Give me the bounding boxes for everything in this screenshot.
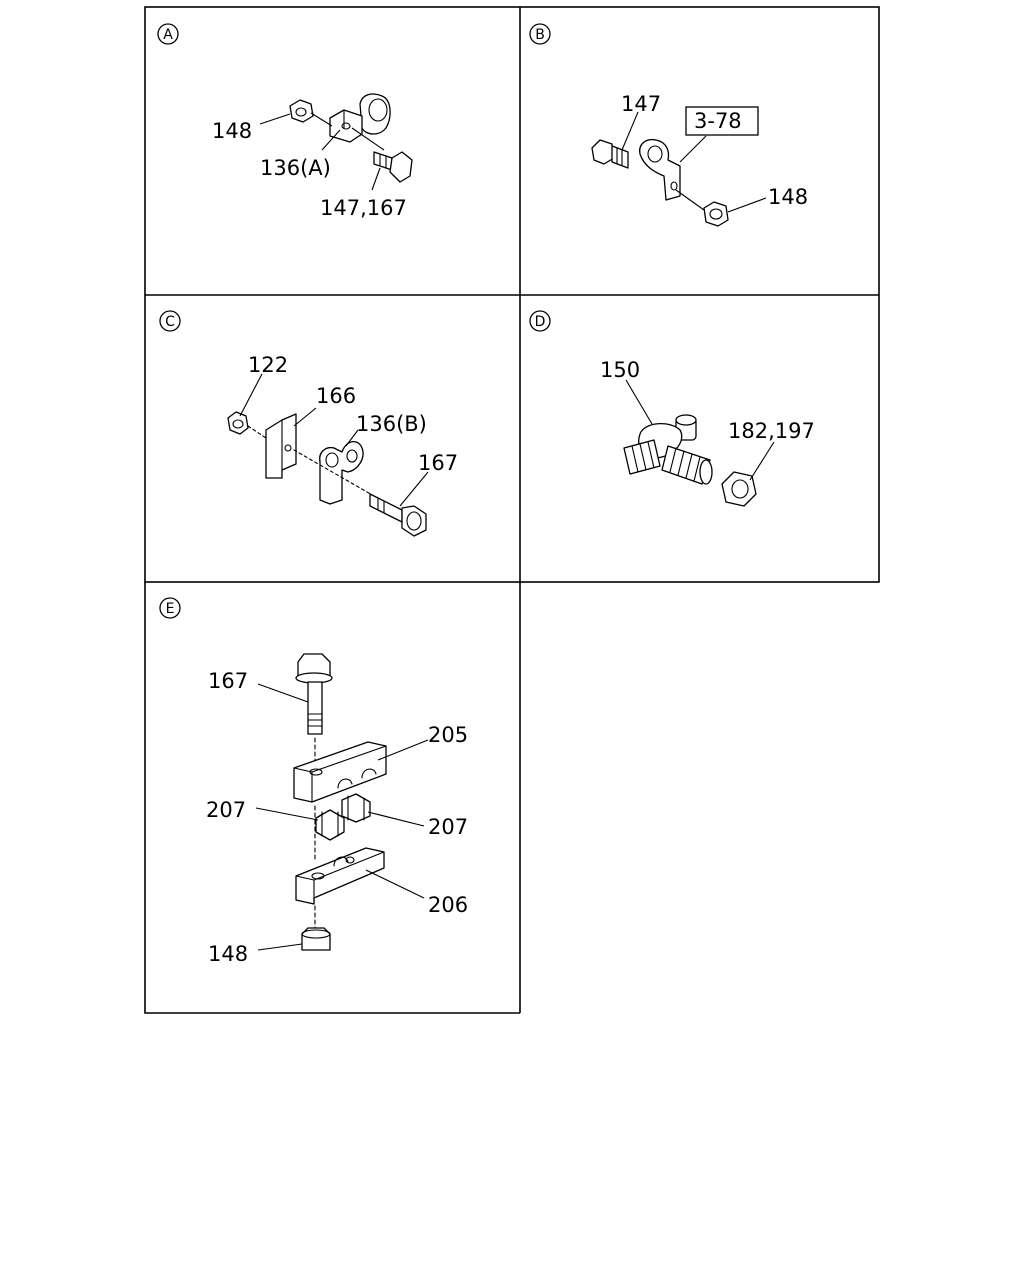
insert-207-right bbox=[341, 793, 371, 823]
label-e-206: 206 bbox=[428, 893, 468, 917]
nut-182-197 bbox=[721, 471, 757, 507]
label-c-122: 122 bbox=[248, 353, 288, 377]
panel-e: E bbox=[159, 597, 468, 966]
bolt-167-e bbox=[295, 653, 333, 735]
block-206 bbox=[295, 847, 385, 905]
panel-letter-e: E bbox=[166, 601, 175, 617]
nut-148-e bbox=[301, 927, 331, 951]
label-e-148: 148 bbox=[208, 942, 248, 966]
clamp-136b bbox=[319, 441, 364, 505]
label-b-147: 147 bbox=[621, 92, 661, 116]
label-e-207-right: 207 bbox=[428, 815, 468, 839]
panel-grid bbox=[144, 6, 880, 1014]
bolt-167-c bbox=[369, 493, 427, 537]
label-c-166: 166 bbox=[316, 384, 356, 408]
label-c-167: 167 bbox=[418, 451, 458, 475]
panel-letter-b: B bbox=[535, 27, 545, 43]
panel-badge-d: D bbox=[529, 310, 551, 332]
panel-letter-c: C bbox=[165, 314, 175, 330]
label-b-3-78: 3-78 bbox=[694, 109, 742, 133]
panel-letter-a: A bbox=[163, 27, 173, 43]
label-c-136b: 136(B) bbox=[356, 412, 427, 436]
panel-badge-e: E bbox=[159, 597, 181, 619]
nut-148-b bbox=[703, 201, 729, 227]
panel-badge-c: C bbox=[159, 310, 181, 332]
clamp-136a bbox=[329, 93, 391, 143]
label-e-205: 205 bbox=[428, 723, 468, 747]
panel-d: D 150 182,197 bbox=[529, 310, 815, 507]
bolt-147-167 bbox=[373, 151, 413, 183]
block-205 bbox=[293, 741, 387, 803]
label-d-150: 150 bbox=[600, 358, 640, 382]
bolt-147 bbox=[591, 139, 629, 169]
tee-fitting-150 bbox=[623, 414, 713, 485]
ref-box-3-78 bbox=[685, 106, 759, 136]
panel-a: A 148 136(A) 147,167 bbox=[157, 23, 413, 220]
bracket-166 bbox=[265, 413, 297, 479]
label-a-136a: 136(A) bbox=[260, 156, 331, 180]
panel-b: B 147 3-78 148 bbox=[529, 23, 808, 227]
panel-badge-b: B bbox=[529, 23, 551, 45]
clamp-3-78 bbox=[639, 138, 681, 201]
panel-badge-a: A bbox=[157, 23, 179, 45]
nut-148 bbox=[289, 99, 314, 123]
label-a-148: 148 bbox=[212, 119, 252, 143]
label-b-148: 148 bbox=[768, 185, 808, 209]
label-d-182-197: 182,197 bbox=[728, 419, 815, 443]
panel-c: C bbox=[159, 310, 458, 537]
label-a-147-167: 147,167 bbox=[320, 196, 407, 220]
label-e-207-left: 207 bbox=[206, 798, 246, 822]
insert-207-left bbox=[315, 809, 345, 841]
label-e-167: 167 bbox=[208, 669, 248, 693]
panel-letter-d: D bbox=[535, 314, 546, 330]
nut-122 bbox=[227, 411, 249, 435]
